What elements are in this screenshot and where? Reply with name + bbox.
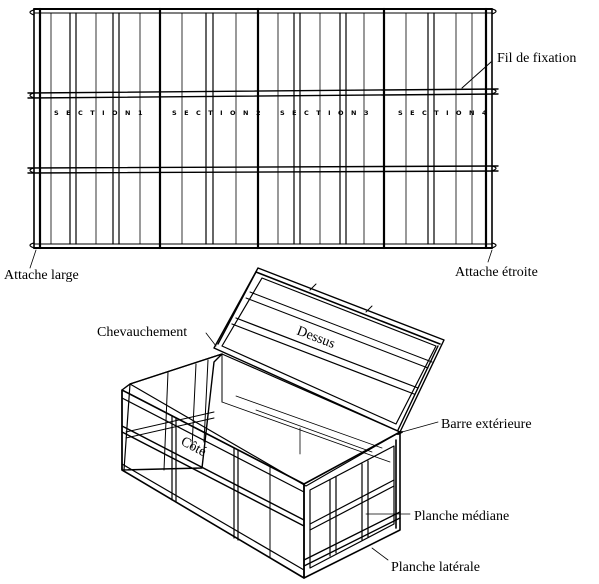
label-chevauchement: Chevauchement — [97, 325, 187, 340]
label-barre-exterieure: Barre extérieure — [441, 417, 532, 432]
section-1-label: S E C T I O N 1 — [54, 109, 145, 117]
label-attache-etroite: Attache étroite — [455, 265, 538, 280]
label-planche-laterale: Planche latérale — [391, 560, 480, 575]
label-dessus: Dessus — [295, 324, 337, 352]
label-planche-mediane: Planche médiane — [414, 509, 509, 524]
label-fil-de-fixation: Fil de fixation — [497, 51, 576, 66]
label-attache-large: Attache large — [4, 268, 79, 283]
section-4-label: S E C T I O N 4 — [398, 109, 489, 117]
crate-assembly — [121, 267, 445, 579]
section-3-label: S E C T I O N 3 — [280, 109, 371, 117]
vertical-slats — [38, 7, 488, 250]
right-end-frame — [303, 431, 403, 579]
fixing-wires — [27, 8, 499, 249]
lid-dessus — [213, 267, 445, 433]
back-wall — [129, 353, 401, 487]
section-2-label: S E C T I O N 2 — [172, 109, 263, 117]
flat-panel: S E C T I O N 1 S E C T I O N 2 S E C T … — [27, 7, 499, 250]
front-side-cote — [121, 389, 305, 579]
